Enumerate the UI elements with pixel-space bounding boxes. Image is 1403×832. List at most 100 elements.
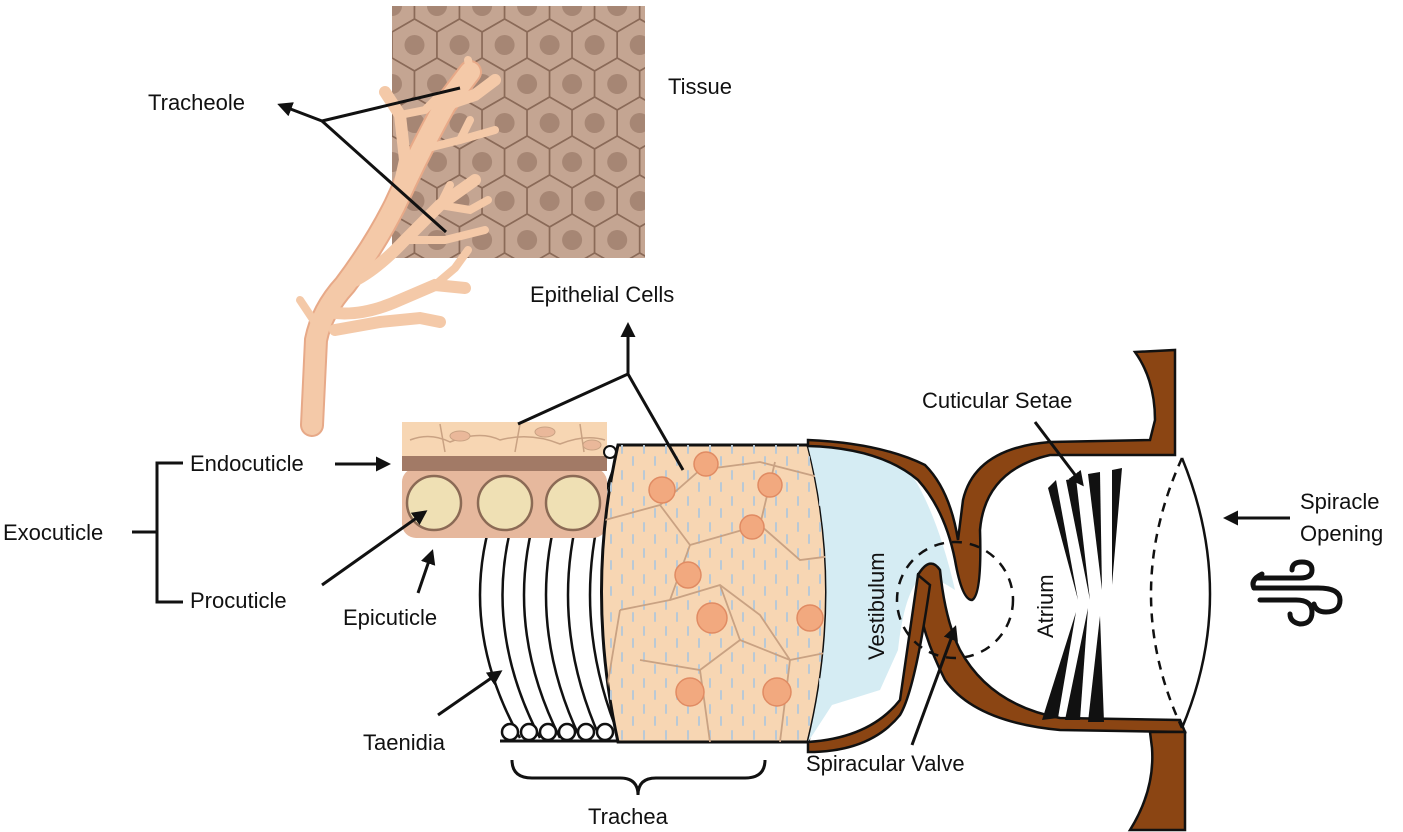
tissue-cell-nucleus [517,6,538,16]
epicuticle-label: Epicuticle [343,605,437,630]
trachea-brace [510,759,767,796]
tissue-cell-nucleus [629,35,645,55]
endocuticle-label: Endocuticle [190,451,304,476]
tissue-cell-nucleus [720,191,740,211]
tissue-cell-nucleus [675,113,695,133]
tissue-cell-nucleus [607,6,628,16]
cuticular-setae-arrow [1033,421,1084,487]
tissue-cell-nucleus [337,152,357,172]
tissue-cell [584,252,605,258]
tissue-cell [325,58,370,110]
epithelial-cells-label: Epithelial Cells [530,282,674,307]
tissue-cell [685,292,730,344]
tissue-cell-nucleus [427,74,447,94]
tissue-cell-nucleus [562,308,582,328]
tissue-cell [460,292,505,344]
tissue-cell-nucleus [607,308,627,328]
exocuticle-label: Exocuticle [3,520,103,545]
tissue-cell [638,145,645,179]
procuticle-label: Procuticle [190,588,287,613]
tissue-cell-nucleus [652,230,672,250]
tissue-cell-nucleus [720,35,740,55]
tissue-cell-nucleus [652,152,672,172]
tissue-cell [325,0,370,32]
tissue-cell [539,252,560,258]
spiracle-opening-outline [1149,457,1212,729]
atrium-outline [895,540,1015,660]
tissue-cell-nucleus [517,74,538,94]
tissue-cell-nucleus [517,152,538,172]
tissue-cell-nucleus [562,230,583,250]
tissue-cell [707,253,752,305]
tissue-cell-nucleus [584,35,605,55]
tissue-cell [707,97,752,149]
exocuticle-bracket [132,461,183,604]
tissue-cell-nucleus [337,74,357,94]
tissue-cell-nucleus [697,152,717,172]
tissue-cell-nucleus [697,0,717,16]
spiracular-valve-label: Spiracular Valve [806,751,965,776]
spiracle-cuticle [806,348,1187,832]
taenidia-arrow [437,670,503,717]
tissue-cell-nucleus [697,308,717,328]
cuticular-setae [1042,468,1122,722]
tissue-cell-nucleus [494,191,515,211]
tracheole-branches [296,56,501,437]
tissue-cell-nucleus [607,152,628,172]
tissue-cell-nucleus [494,113,515,133]
procuticle-arrow [321,510,428,587]
tissue-cell-nucleus [472,308,492,328]
wind-icon [1250,559,1343,627]
tissue-cell-nucleus [607,74,628,94]
tracheole-callout: Tracheole [148,86,461,234]
tissue-cell-nucleus [562,74,583,94]
tissue-cell-nucleus [720,113,740,133]
tissue-cell-nucleus [539,191,560,211]
tissue-cell-nucleus [404,35,425,55]
tissue-cell-nucleus [517,308,537,328]
tissue-label: Tissue [668,74,732,99]
epithelial-cells-callout: Epithelial Cells [517,282,685,471]
tissue-cell-nucleus [539,35,560,55]
tissue-cell-nucleus [427,152,447,172]
tissue-cell [638,6,645,23]
tissue-cell-nucleus [495,269,515,289]
tissue-cell-nucleus [629,113,645,133]
tissue-cell [662,175,707,227]
tissue-cell-nucleus [652,0,672,16]
tissue-cell [629,252,645,258]
tissue-cell-nucleus [584,113,605,133]
tissue-cell [662,97,707,149]
epithelium [600,443,828,744]
tissue-cell-nucleus [494,35,515,55]
atrium-label: Atrium [1033,574,1058,638]
cuticle-layers [402,422,617,538]
tissue-cell-nucleus [472,152,493,172]
tissue-cell-nucleus [675,269,695,289]
tissue-cell-nucleus [697,230,717,250]
tissue-cell-nucleus [337,0,357,16]
tissue-cell-nucleus [720,269,740,289]
vestibulum-label: Vestibulum [864,552,889,660]
trachea-label: Trachea [588,804,669,829]
tissue-cell-nucleus [337,230,357,250]
tissue-cell-nucleus [562,6,583,16]
tissue-cell-nucleus [517,230,538,250]
tissue-cell-nucleus [629,191,645,211]
tissue-cell-nucleus [675,191,695,211]
cuticular-setae-label: Cuticular Setae [922,388,1072,413]
tissue-cell-nucleus [539,113,560,133]
tissue-cell-nucleus [360,191,380,211]
tissue-cell [707,175,752,227]
tissue-cell [404,252,425,258]
tissue-cell-nucleus [607,230,628,250]
tissue-cell-nucleus [562,152,583,172]
tissue-cell-nucleus [427,6,447,16]
taenidia-circles [500,722,615,742]
tissue-cell-nucleus [675,35,695,55]
tissue-cell [638,223,645,257]
tissue-cell [392,31,393,59]
spiracular-valve-arrow [910,625,958,746]
tissue-cell-nucleus [392,74,402,94]
tissue-cell [662,19,707,71]
